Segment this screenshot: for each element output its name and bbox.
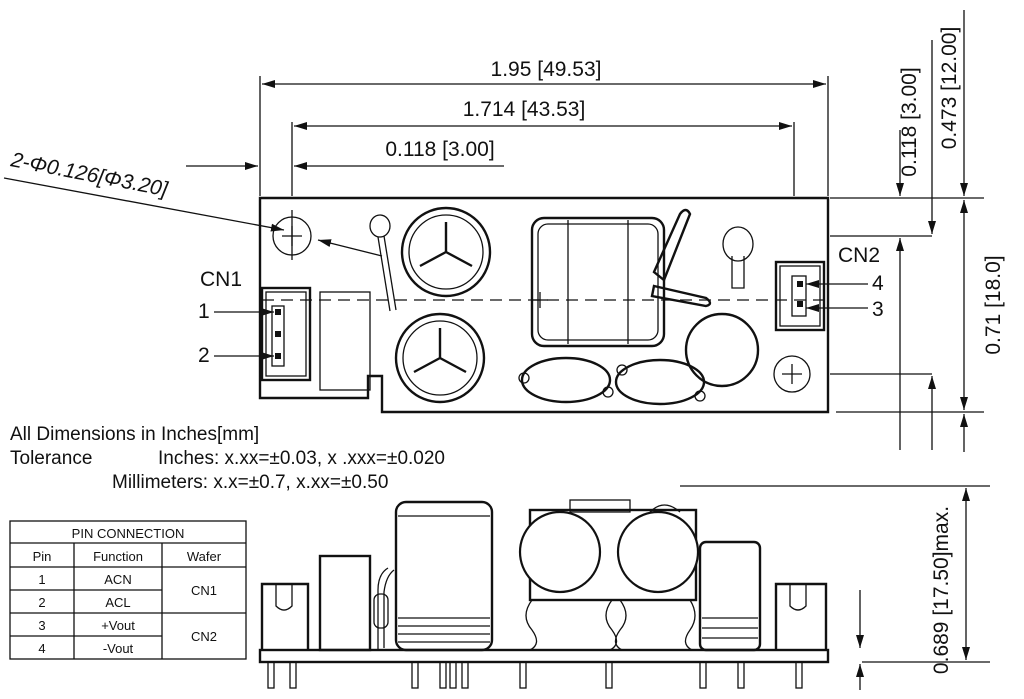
side-view: [258, 499, 830, 689]
dimension-notes: All Dimensions in Inches[mm] Tolerance I…: [10, 424, 445, 493]
cn2-pin-3: 3: [872, 298, 884, 321]
table-cell-function: ACN: [104, 572, 131, 587]
dim-hole-offset-x: 0.118 [3.00]: [385, 138, 494, 161]
table-cell-wafer: CN1: [191, 583, 217, 598]
top-view: [258, 196, 830, 414]
table-cell-pin: 2: [38, 595, 45, 610]
dim-overall-length: 1.95 [49.53]: [491, 58, 602, 81]
top-view-outline: [258, 196, 830, 414]
output-capacitor: [684, 312, 760, 388]
mounting-hole-left: [272, 216, 312, 256]
cn1-labels: CN1 1 2: [198, 268, 274, 367]
table-cell-function: +Vout: [101, 618, 135, 633]
dim-hole-spacing: 1.714 [43.53]: [463, 98, 586, 121]
table-title: PIN CONNECTION: [72, 526, 185, 541]
table-header-function: Function: [93, 549, 143, 564]
note-tolerance-inches: Inches: x.xx=±0.03, x .xxx=±0.020: [158, 448, 445, 469]
hole-diameter-callout: 2-Φ0.126[Φ3.20]: [3, 148, 383, 257]
side-disc-right: [616, 510, 700, 594]
capacitor-top: [400, 206, 492, 298]
cn1-label: CN1: [200, 268, 242, 291]
dim-width: 0.71 [18.0]: [982, 255, 1005, 354]
transformer: [530, 216, 666, 348]
side-view-pcb: [258, 648, 830, 664]
mounting-hole-right: [773, 355, 811, 393]
horizontal-dimensions: 1.95 [49.53] 1.714 [43.53] 0.118 [3.00]: [186, 58, 829, 196]
dim-overall-width-top: 0.473 [12.00]: [938, 27, 961, 150]
note-units: All Dimensions in Inches[mm]: [10, 424, 259, 445]
pin-connection-table: PIN CONNECTION Pin Function Wafer 1 ACN …: [9, 520, 247, 660]
table-cell-pin: 4: [38, 641, 45, 656]
cn1-pin-1: 1: [198, 300, 210, 323]
cn2-pin-4: 4: [872, 272, 884, 295]
table-header-wafer: Wafer: [187, 549, 222, 564]
note-tolerance-mm: Millimeters: x.x=±0.7, x.xx=±0.50: [112, 472, 388, 493]
vertical-dimensions: 0.71 [18.0] 0.473 [12.00] 0.118 [3.00]: [830, 10, 1005, 452]
dim-height: 0.689 [17.50]max.: [930, 506, 953, 674]
table-cell-pin: 1: [38, 572, 45, 587]
table-header-pin: Pin: [33, 549, 52, 564]
cn2-connector: [774, 260, 826, 332]
oval-component-left: [520, 356, 612, 404]
table-cell-function: ACL: [105, 595, 130, 610]
cn2-label: CN2: [838, 244, 880, 267]
note-tolerance-label: Tolerance: [10, 448, 92, 469]
cn1-connector: [260, 286, 312, 382]
height-dimension: 0.689 [17.50]max.: [680, 485, 990, 690]
cn1-pin-2: 2: [198, 344, 210, 367]
table-cell-wafer: CN2: [191, 629, 217, 644]
side-disc-left: [518, 510, 602, 594]
cn2-labels: CN2 4 3: [806, 244, 884, 321]
capacitor-bottom: [394, 312, 486, 404]
dim-hole-offset-y: 0.118 [3.00]: [898, 67, 921, 176]
table-cell-pin: 3: [38, 618, 45, 633]
fuse-component: [369, 214, 397, 312]
table-cell-function: -Vout: [103, 641, 134, 656]
side-capacitor: [394, 500, 494, 652]
